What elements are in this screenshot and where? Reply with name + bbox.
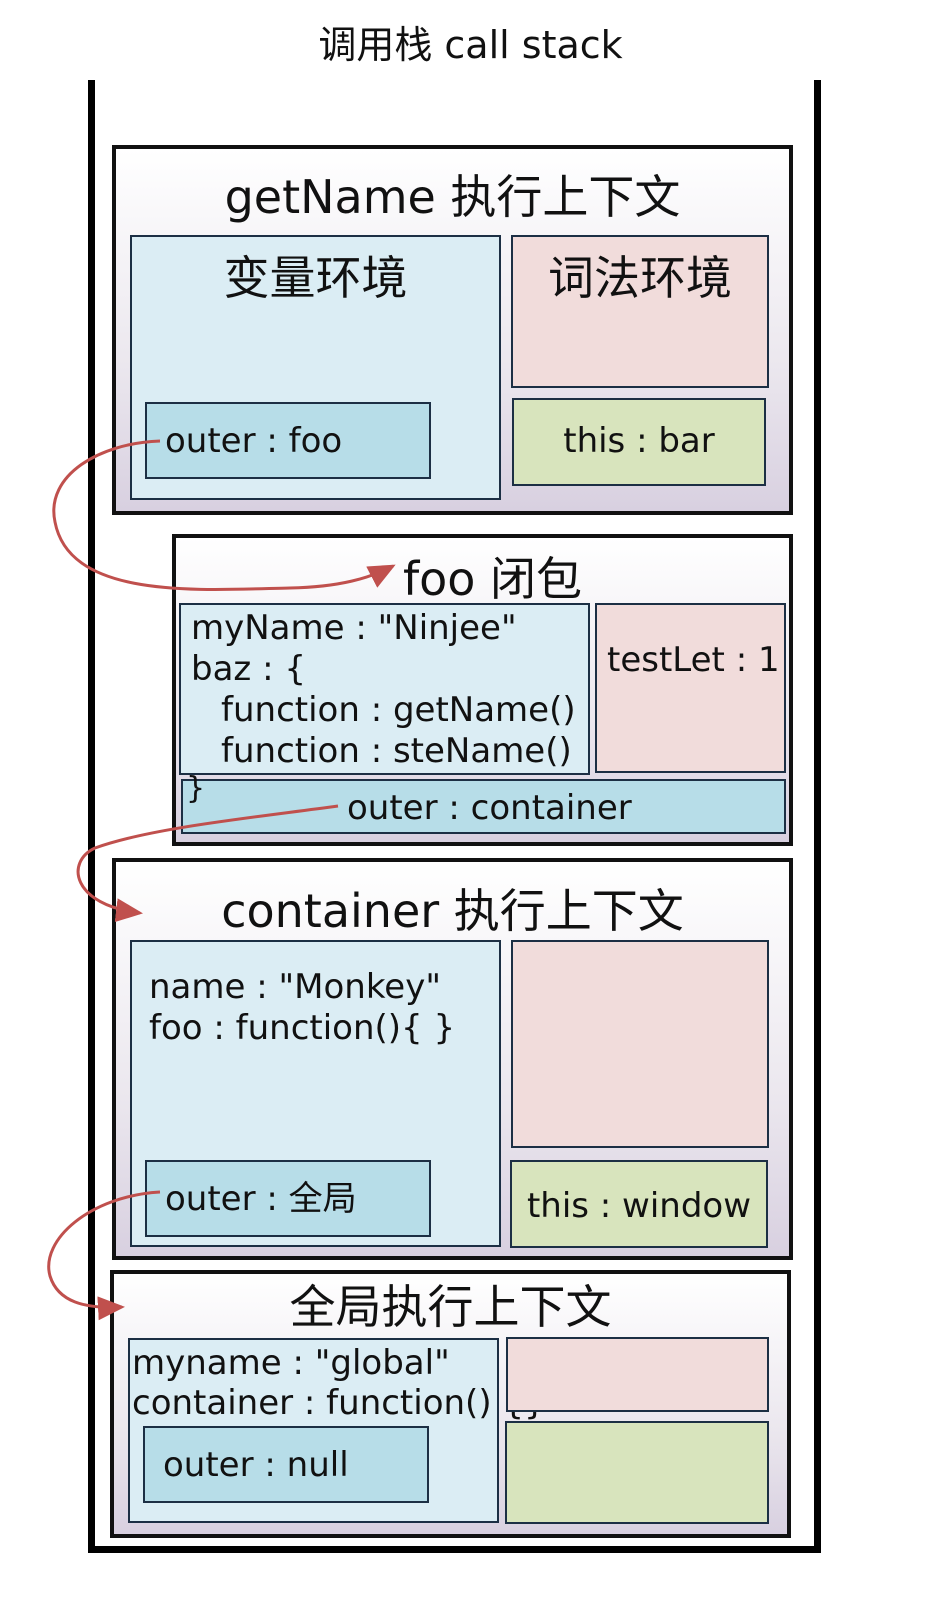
global-outer-label: outer : null bbox=[163, 1445, 349, 1485]
container-outer: outer : 全局 bbox=[145, 1160, 431, 1237]
getname-this-label: this : bar bbox=[563, 421, 715, 461]
global-outer: outer : null bbox=[143, 1426, 429, 1503]
container-lexical-env bbox=[511, 940, 769, 1148]
container-foo-line: foo : function(){ } bbox=[149, 1008, 456, 1048]
diagram-title: 调用栈 call stack bbox=[318, 23, 623, 67]
getname-outer-label: outer : foo bbox=[165, 421, 343, 461]
foo-stename-line: function : steName() bbox=[221, 731, 572, 771]
arrow-foo-to-container bbox=[76, 804, 339, 923]
variable-env-label: 变量环境 bbox=[223, 251, 408, 305]
foo-closure-lexical: testLet : 1 bbox=[595, 603, 786, 773]
global-lexical-env bbox=[506, 1337, 769, 1412]
foo-baz-close-brace: } bbox=[186, 771, 206, 806]
container-context-title: container 执行上下文 bbox=[221, 884, 684, 938]
arrow-getname-to-foo bbox=[52, 439, 396, 591]
global-context-title: 全局执行上下文 bbox=[289, 1280, 612, 1334]
container-name-line: name : "Monkey" bbox=[149, 967, 441, 1007]
getname-this: this : bar bbox=[512, 398, 766, 486]
stack-right-wall bbox=[814, 80, 821, 1552]
foo-baz-line: baz : { bbox=[191, 649, 306, 689]
global-container-line: container : function() {} bbox=[132, 1383, 546, 1423]
container-this: this : window bbox=[510, 1160, 768, 1248]
foo-closure-variables: myName : "Ninjee" baz : { function : get… bbox=[179, 603, 590, 775]
foo-closure-outer: outer : container bbox=[181, 779, 786, 834]
foo-outer-label: outer : container bbox=[347, 788, 632, 828]
stack-left-wall bbox=[88, 80, 95, 1552]
getname-context-title: getName 执行上下文 bbox=[224, 170, 681, 224]
foo-myname-line: myName : "Ninjee" bbox=[191, 608, 517, 648]
lexical-env-label: 词法环境 bbox=[548, 251, 732, 305]
arrow-container-to-global bbox=[47, 1190, 161, 1321]
getname-lexical-env: 词法环境 bbox=[511, 235, 769, 388]
foo-getname-line: function : getName() bbox=[221, 690, 576, 730]
foo-closure-title: foo 闭包 bbox=[402, 552, 583, 606]
stack-bottom-wall bbox=[88, 1546, 821, 1553]
global-myname-line: myname : "global" bbox=[132, 1343, 450, 1383]
container-this-label: this : window bbox=[526, 1186, 752, 1226]
global-this bbox=[505, 1421, 769, 1524]
container-outer-label: outer : 全局 bbox=[165, 1179, 357, 1219]
foo-testlet-label: testLet : 1 bbox=[607, 640, 780, 680]
